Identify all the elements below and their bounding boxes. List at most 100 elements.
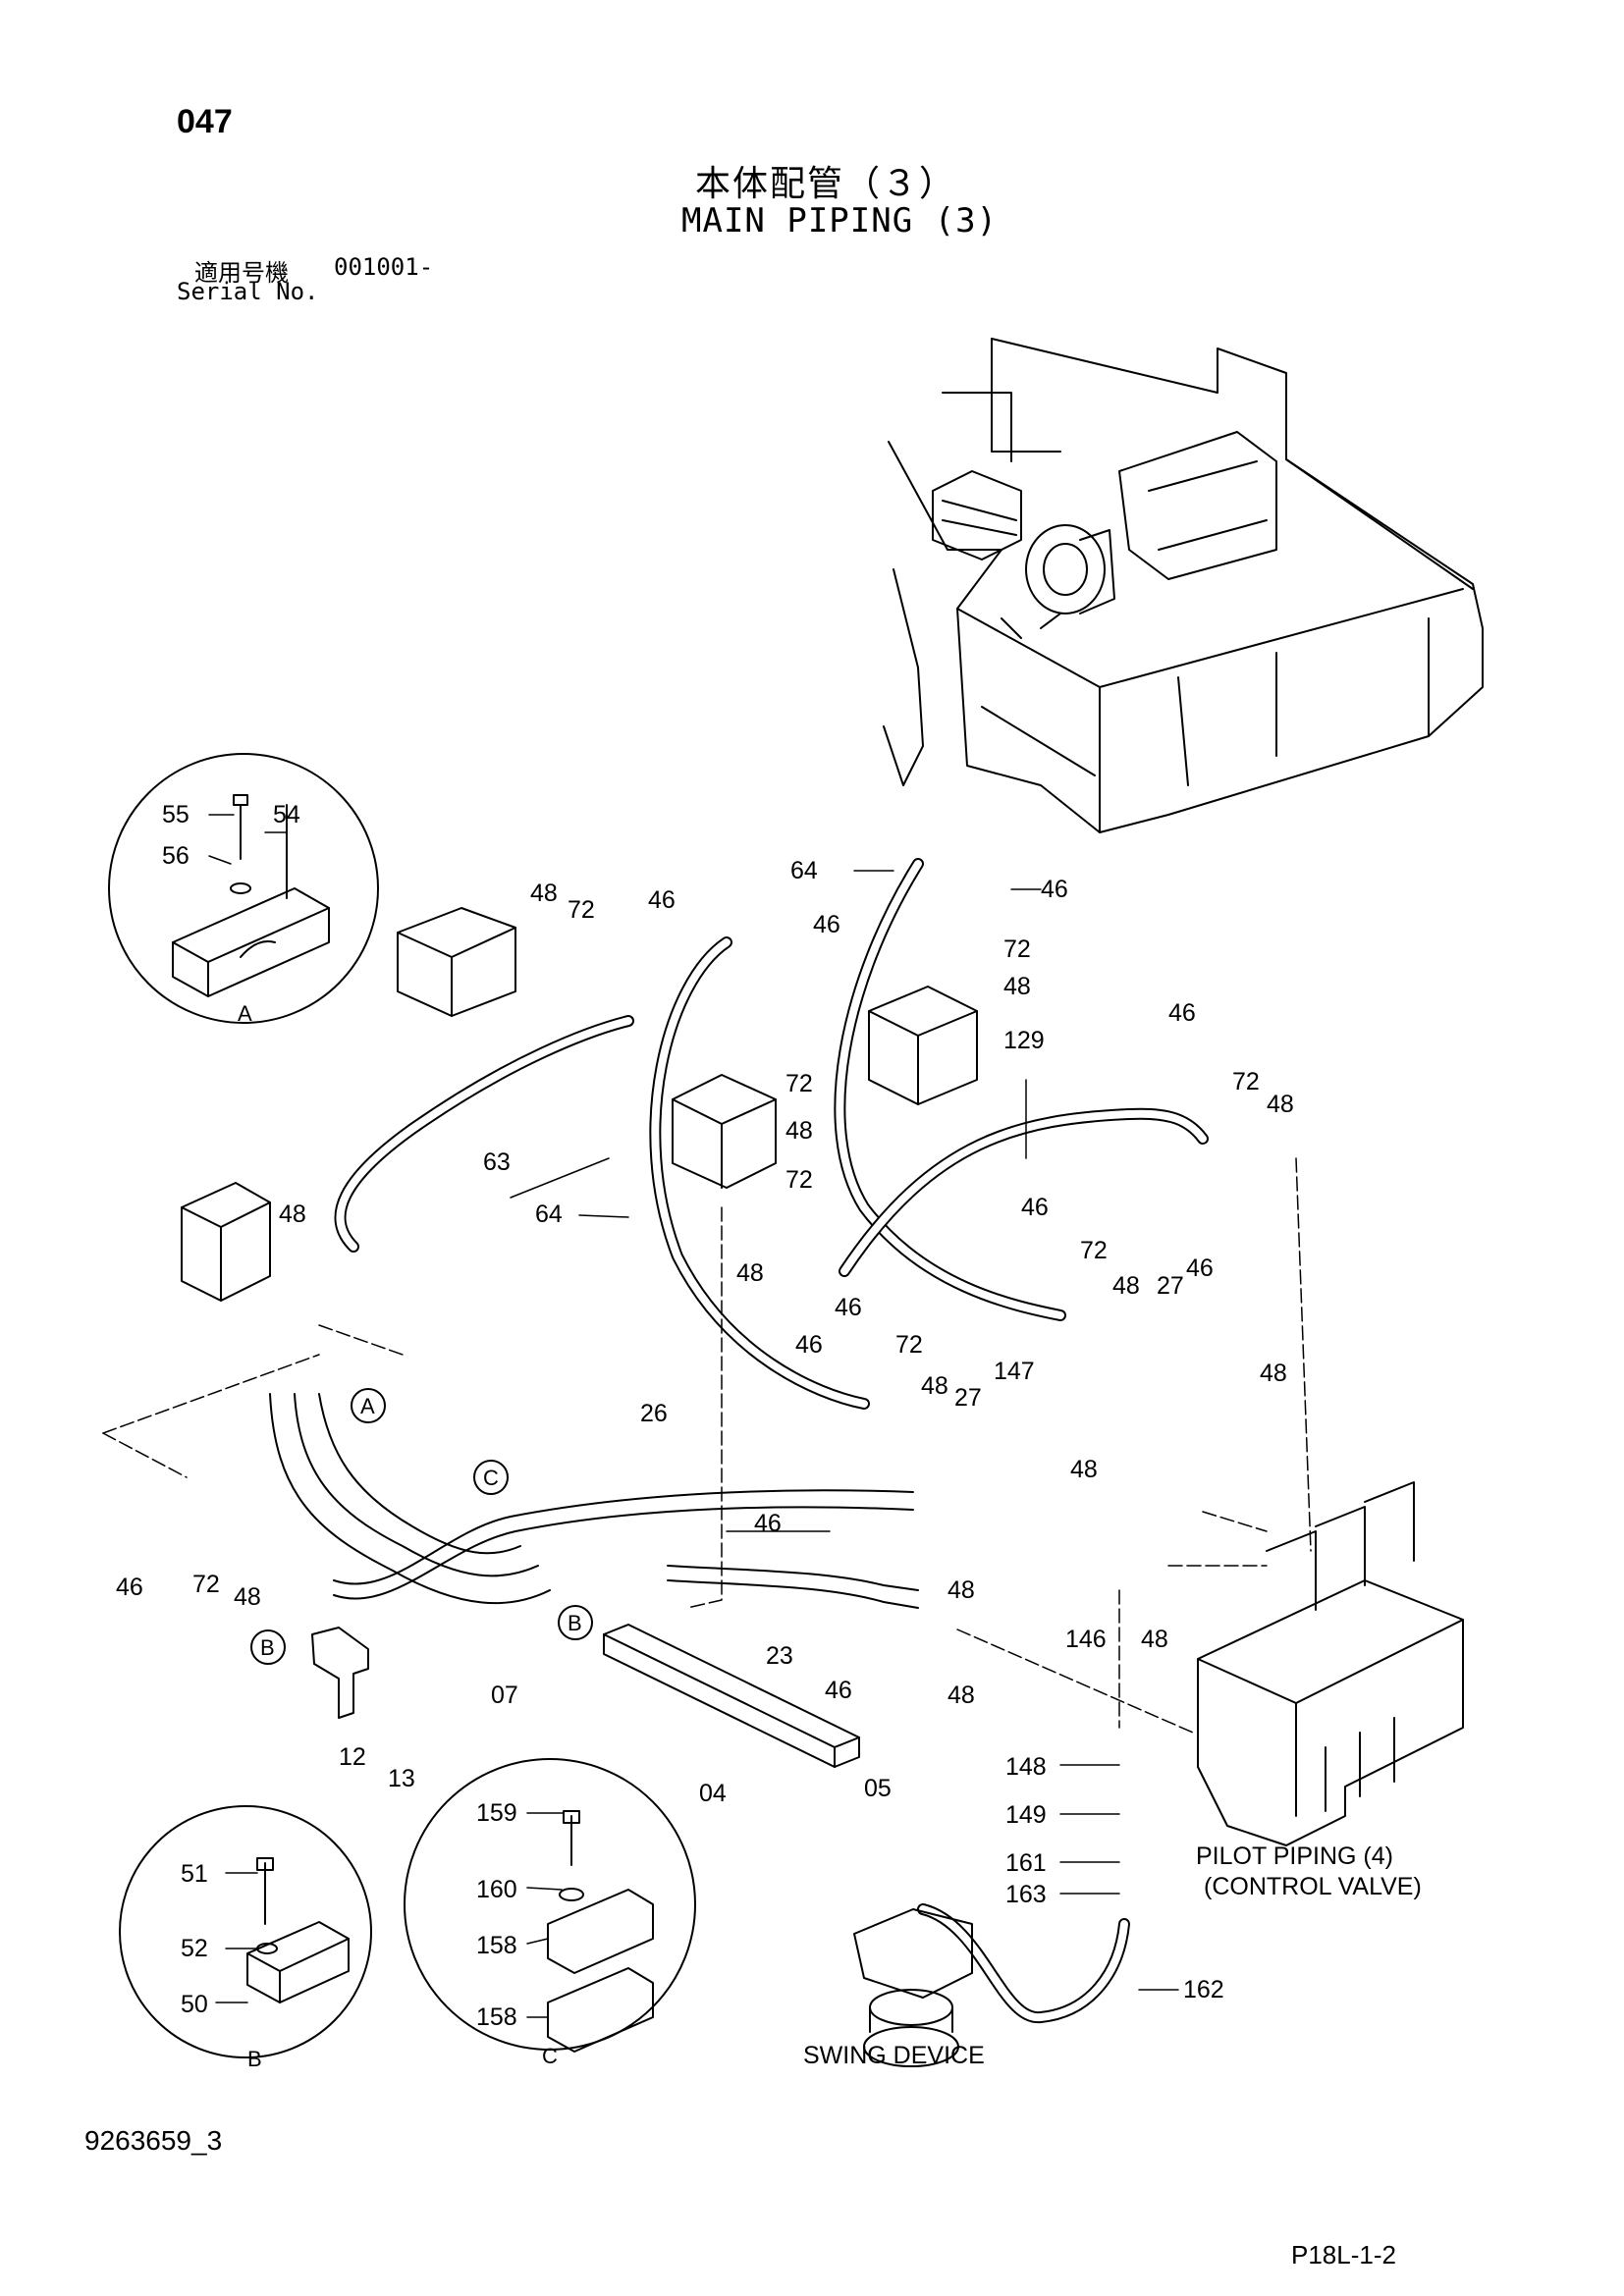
- part-label: 48: [1267, 1091, 1294, 1118]
- part-label: 159: [476, 1799, 517, 1827]
- part-label: 147: [994, 1358, 1035, 1385]
- part-label: 46: [1021, 1194, 1049, 1221]
- serial-number-value: 001001-: [334, 253, 434, 281]
- bracket-12: [311, 1627, 369, 1719]
- part-label: 64: [535, 1201, 563, 1228]
- detail-tag-b-marker-left: [250, 1629, 286, 1665]
- part-label: 27: [954, 1384, 982, 1412]
- block-upper-left: [397, 907, 516, 1017]
- part-label: 48: [530, 880, 558, 907]
- part-label: 26: [640, 1400, 668, 1427]
- part-label: 48: [1260, 1360, 1287, 1387]
- part-label: 146: [1065, 1626, 1107, 1653]
- detail-tag-c-marker: [473, 1460, 509, 1495]
- pipe-23: [667, 1565, 919, 1609]
- part-label: 129: [1003, 1027, 1045, 1054]
- part-label: 55: [162, 801, 189, 828]
- part-label: 161: [1005, 1849, 1047, 1877]
- part-label: 72: [1003, 935, 1031, 963]
- part-label: 56: [162, 842, 189, 870]
- pipe-07: [269, 1393, 551, 1605]
- block-center: [672, 1074, 777, 1189]
- hose-162: [917, 1903, 1130, 2024]
- detail-circle-a-label: A: [238, 1001, 252, 1026]
- part-label: 72: [895, 1331, 923, 1359]
- detail-tag-b-marker-right: [558, 1605, 593, 1640]
- leader-lines: [102, 814, 1312, 2018]
- swing-device: [853, 1908, 973, 2067]
- hose-64-right: [834, 858, 1066, 1321]
- part-label: 48: [279, 1201, 306, 1228]
- control-valve: [1197, 1481, 1464, 1846]
- part-label: 72: [568, 896, 595, 924]
- document-id: 9263659_3: [84, 2125, 223, 2156]
- part-label: 13: [388, 1765, 415, 1792]
- part-label: 46: [825, 1677, 852, 1704]
- part-label: 52: [181, 1935, 208, 1962]
- part-number-labels: 55 54 56 48 72 46 64 46 72 48 46 72 48 6…: [116, 801, 1294, 2031]
- detail-circle-b-label: B: [247, 2047, 262, 2071]
- detail-view-a: [108, 753, 379, 1024]
- part-label: 72: [1080, 1237, 1108, 1264]
- swing-device-label: SWING DEVICE: [803, 2042, 985, 2069]
- hose-129: [839, 1107, 1209, 1277]
- part-label: 46: [813, 911, 840, 938]
- part-label: 54: [273, 801, 300, 828]
- part-label: 64: [790, 857, 818, 884]
- part-label: 72: [1232, 1068, 1260, 1095]
- page-title-japanese: 本体配管（３）: [695, 164, 957, 204]
- pilot-piping-note-line2: (CONTROL VALVE): [1204, 1873, 1422, 1900]
- part-label: 48: [1112, 1272, 1140, 1300]
- part-label: 72: [785, 1166, 813, 1194]
- part-label: 05: [864, 1775, 892, 1802]
- page-number: 047: [177, 103, 233, 140]
- detail-tag-b-left: B: [260, 1635, 275, 1660]
- part-label: 48: [1070, 1456, 1098, 1483]
- detail-tag-b-right: B: [568, 1611, 582, 1635]
- bracket-04: [603, 1624, 860, 1768]
- part-label: 27: [1157, 1272, 1184, 1300]
- part-label: 46: [795, 1331, 823, 1359]
- detail-tag-markers: [250, 1388, 593, 1665]
- detail-tag-c: C: [483, 1466, 499, 1490]
- detail-view-c: [404, 1758, 696, 2053]
- pilot-piping-note-line1: PILOT PIPING (4): [1196, 1842, 1393, 1870]
- part-label: 46: [1168, 999, 1196, 1027]
- part-label: 72: [785, 1070, 813, 1097]
- part-label: 48: [1141, 1626, 1168, 1653]
- detail-circle-c-label: C: [542, 2044, 558, 2068]
- part-label: 46: [1186, 1255, 1214, 1282]
- part-label: 46: [648, 886, 676, 914]
- part-label: 149: [1005, 1801, 1047, 1829]
- block-left: [181, 1182, 271, 1302]
- pipe-26: [333, 1489, 914, 1600]
- part-label: 48: [947, 1576, 975, 1604]
- hose-63: [334, 1015, 634, 1253]
- page-code: P18L-1-2: [1291, 2240, 1396, 2269]
- part-label: 50: [181, 1991, 208, 2018]
- part-label: 46: [116, 1574, 143, 1601]
- part-label: 51: [181, 1860, 208, 1888]
- block-right: [868, 986, 978, 1105]
- part-label: 158: [476, 1932, 517, 1959]
- part-label: 158: [476, 2003, 517, 2031]
- page-title-english: MAIN PIPING (3): [681, 201, 999, 240]
- part-label: 163: [1005, 1881, 1047, 1908]
- part-label: 162: [1183, 1976, 1224, 2003]
- part-label: 48: [947, 1682, 975, 1709]
- part-label: 48: [1003, 973, 1031, 1000]
- part-label: 23: [766, 1642, 793, 1670]
- part-label: 148: [1005, 1753, 1047, 1781]
- part-label: 46: [754, 1510, 782, 1537]
- part-label: 07: [491, 1682, 518, 1709]
- machine-upper-body: [883, 338, 1484, 833]
- serial-label-english: Serial No.: [177, 278, 319, 305]
- part-label: 160: [476, 1876, 517, 1903]
- hose-64-left: [649, 936, 870, 1410]
- part-label: 46: [1041, 876, 1068, 903]
- part-label: 04: [699, 1780, 727, 1807]
- part-label: 48: [921, 1372, 948, 1400]
- part-label: 12: [339, 1743, 366, 1771]
- part-label: 72: [192, 1571, 220, 1598]
